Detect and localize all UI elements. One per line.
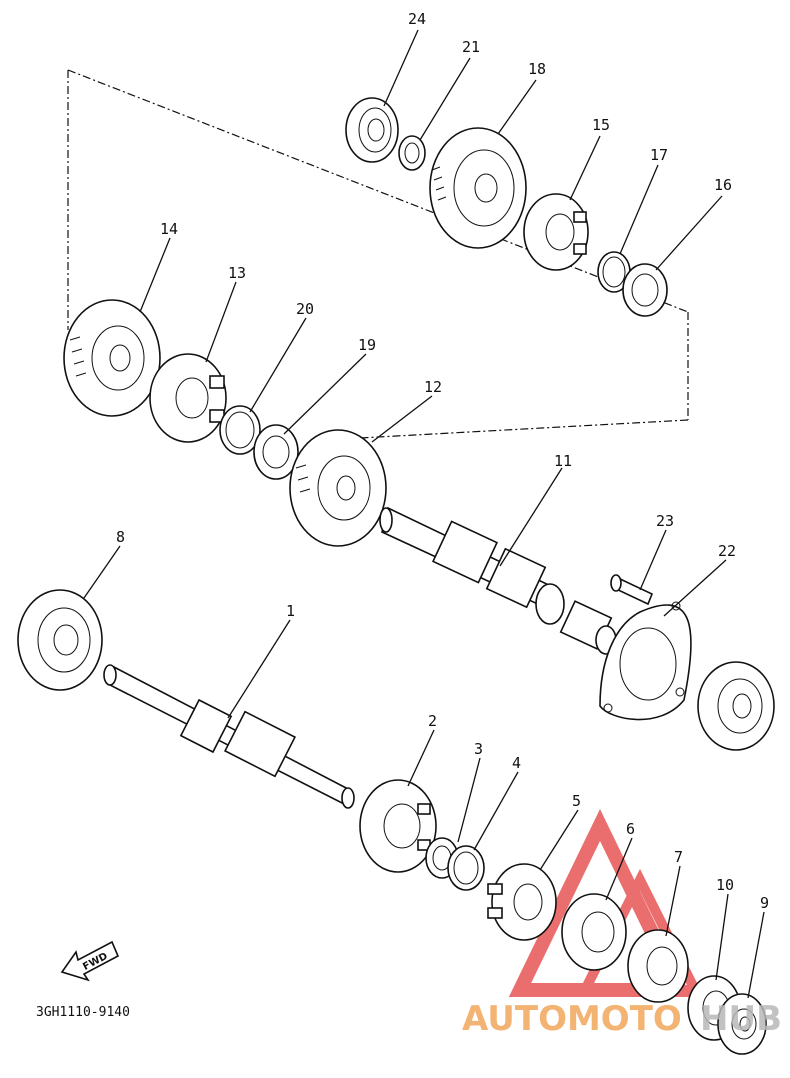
callout-8: 8 [116, 528, 125, 546]
part-bearing-right [697, 661, 775, 751]
callout-20: 20 [296, 300, 314, 318]
part-20-circlip [219, 405, 261, 455]
watermark-text-primary: AUTOMOTO [462, 999, 682, 1039]
part-5-dog-gear [487, 863, 557, 941]
callout-13: 13 [228, 264, 246, 282]
callout-labels: 24 21 18 15 17 16 14 13 20 19 12 11 23 2… [116, 10, 769, 912]
callout-11: 11 [554, 452, 572, 470]
callout-23: 23 [656, 512, 674, 530]
callout-17: 17 [650, 146, 668, 164]
part-4-circlip [447, 845, 485, 891]
part-24-bearing [345, 97, 399, 163]
part-22-plate [599, 601, 692, 721]
part-15-dog-gear [523, 193, 589, 271]
assembly-bracket [67, 69, 689, 439]
bracket-bottom [359, 419, 689, 439]
callout-19: 19 [358, 336, 376, 354]
callout-7: 7 [674, 848, 683, 866]
part-9-bearing [717, 993, 767, 1055]
part-2-gear [359, 779, 437, 873]
callout-10: 10 [716, 876, 734, 894]
bracket-diagonal [67, 69, 689, 313]
callout-24: 24 [408, 10, 426, 28]
callout-9: 9 [760, 894, 769, 912]
callout-21: 21 [462, 38, 480, 56]
callout-6: 6 [626, 820, 635, 838]
watermark-text: AUTOMOTO HUB [462, 999, 782, 1039]
callout-15: 15 [592, 116, 610, 134]
part-11-shaft [379, 506, 617, 655]
part-13-dog-gear [149, 353, 227, 443]
callout-22: 22 [718, 542, 736, 560]
part-16-washer [622, 263, 668, 317]
part-8-bearing [17, 589, 103, 691]
part-7-gear [627, 929, 689, 1003]
leader-lines [83, 29, 765, 999]
callout-18: 18 [528, 60, 546, 78]
part-12-gear [289, 429, 387, 547]
diagram-code: 3GH1110-9140 [36, 1005, 130, 1020]
fwd-arrow: FWD [60, 940, 120, 982]
part-18-gear [429, 127, 527, 249]
callout-2: 2 [428, 712, 437, 730]
callout-14: 14 [160, 220, 178, 238]
part-6-gear [561, 893, 627, 971]
watermark-text-secondary: HUB [700, 999, 782, 1039]
callout-1: 1 [286, 602, 295, 620]
part-14-gear [63, 299, 161, 417]
part-1-main-shaft [103, 664, 355, 809]
part-23-bolt [610, 574, 654, 606]
callout-5: 5 [572, 792, 581, 810]
part-19-washer [253, 424, 299, 480]
callout-3: 3 [474, 740, 483, 758]
part-21-washer [398, 135, 426, 171]
callout-12: 12 [424, 378, 442, 396]
callout-4: 4 [512, 754, 521, 772]
callout-16: 16 [714, 176, 732, 194]
